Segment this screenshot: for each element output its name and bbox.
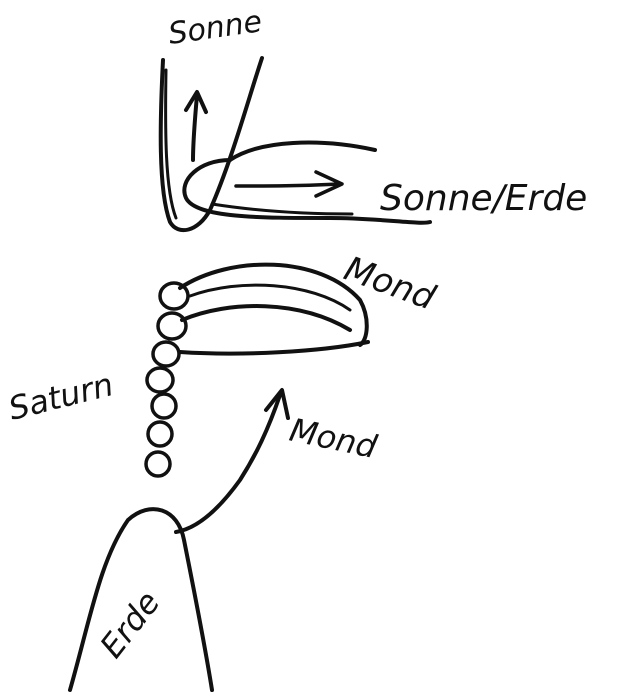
mond-arrow (176, 390, 288, 532)
label-sonne-erde: Sonne/Erde (380, 178, 587, 219)
label-sonne: Sonne (166, 4, 264, 52)
up-arrow-icon (186, 92, 206, 160)
right-arrow-icon (236, 172, 342, 196)
saturn-chain (146, 283, 188, 476)
label-mond-bottom: Mond (286, 411, 380, 467)
label-saturn: Saturn (5, 365, 117, 428)
label-mond-top: Mond (339, 249, 441, 319)
mond-orbit-loops (180, 265, 368, 354)
label-erde: Erde (92, 584, 167, 665)
